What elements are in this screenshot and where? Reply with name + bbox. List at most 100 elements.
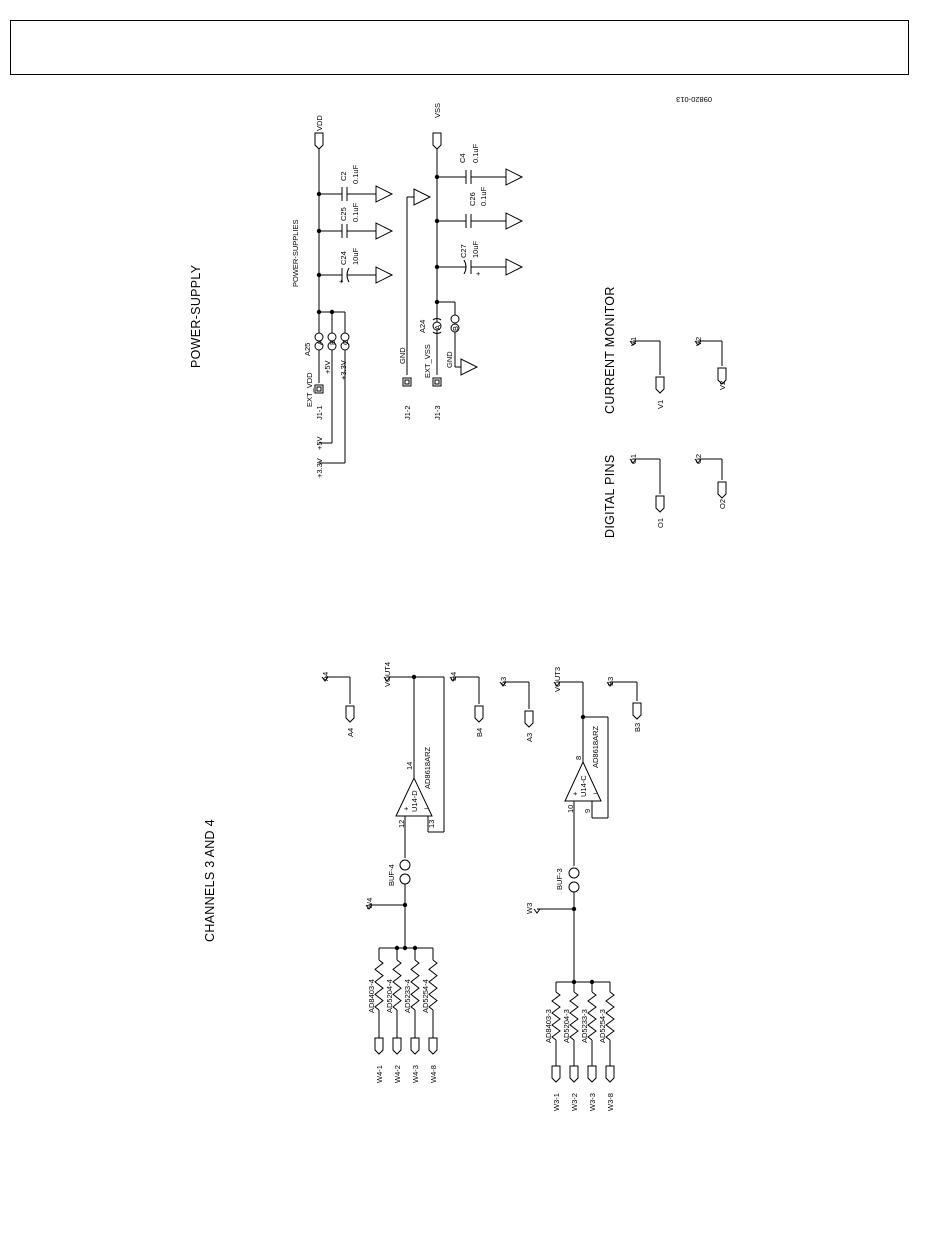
resistor-ad5254-4: AD5254-4W4-8 xyxy=(421,948,438,1083)
figure-code: 09820-013 xyxy=(676,95,712,104)
resistor-ad5233-3: AD5233-3W3-3 xyxy=(580,982,597,1111)
vdd-supply-network: VDD C2 0.1uF xyxy=(291,115,393,478)
svg-text:A24: A24 xyxy=(418,320,427,333)
port-w4-3 xyxy=(410,1037,420,1055)
svg-text:BUF-4: BUF-4 xyxy=(387,864,396,886)
svg-text:W3: W3 xyxy=(525,903,534,914)
svg-text:O1: O1 xyxy=(656,518,665,528)
svg-text:13: 13 xyxy=(427,820,436,828)
resistor-label: AD5233-4 xyxy=(403,979,412,1013)
capacitor-c26: C26 0.1uF xyxy=(437,186,523,230)
svg-text:C4: C4 xyxy=(458,153,467,163)
svg-text:−: − xyxy=(593,789,598,798)
capacitor-c24: + C24 10uF xyxy=(319,247,393,286)
svg-text:A4: A4 xyxy=(321,672,330,681)
section-title-power-supply: POWER-SUPPLY xyxy=(189,264,203,368)
power-supplies-label: POWER-SUPPLIES xyxy=(291,219,300,287)
svg-text:8: 8 xyxy=(574,756,583,760)
channel-4: A4 A4 VOUT4 B4 B4 U14-D + − xyxy=(321,662,484,951)
svg-text:0.1uF: 0.1uF xyxy=(351,202,360,222)
resistor-label: AD5233-3 xyxy=(580,1009,589,1043)
svg-text:B: B xyxy=(328,340,337,345)
connector-j1-3: J1-3 xyxy=(433,405,442,420)
port-w3-2 xyxy=(569,1065,579,1083)
ext-vss-label: EXT_VSS xyxy=(423,344,432,378)
svg-text:U14-D: U14-D xyxy=(410,790,419,812)
title-block xyxy=(10,20,909,75)
channel-3-resistor-array: AD8403-3W3-1AD5204-3W3-2AD5233-3W3-3AD52… xyxy=(544,982,615,1111)
capacitor-c25: C25 0.1uF xyxy=(319,202,393,240)
svg-text:10uF: 10uF xyxy=(471,240,480,258)
svg-text:+: + xyxy=(573,789,578,798)
rail-p5v: +5V xyxy=(315,436,324,450)
svg-text:+: + xyxy=(404,804,409,813)
svg-text:9: 9 xyxy=(583,809,592,813)
port-label: W3-3 xyxy=(588,1093,597,1111)
svg-text:12: 12 xyxy=(397,820,406,828)
vss-port-label: VSS xyxy=(433,103,442,118)
svg-text:0.1uF: 0.1uF xyxy=(471,143,480,163)
channel-3: A3 A3 VOUT3 B3 B3 U14-C + xyxy=(499,667,642,985)
svg-text:U14-C: U14-C xyxy=(579,775,588,797)
capacitor-c27: + C27 10uF xyxy=(437,240,523,278)
digital-pin-o2: O2 O2 xyxy=(694,454,727,509)
connector-j1-2: J1-2 xyxy=(403,405,412,420)
connector-j1-1: J1-1 xyxy=(315,405,324,420)
resistor-ad5204-4: AD5204-4W4-2 xyxy=(385,948,402,1083)
resistor-label: AD5254-4 xyxy=(421,979,430,1013)
section-title-channels: CHANNELS 3 AND 4 xyxy=(203,819,217,942)
svg-text:C24: C24 xyxy=(339,251,348,265)
vss-supply-network: VSS C4 0.1uF C2 xyxy=(418,103,523,420)
port-w4-2 xyxy=(392,1037,402,1055)
link-a24: A24 A B xyxy=(418,301,478,376)
port-label: W3-8 xyxy=(606,1093,615,1111)
svg-text:C26: C26 xyxy=(468,192,477,206)
svg-text:C2: C2 xyxy=(339,171,348,181)
rail-p3v3: +3.3V xyxy=(315,458,324,478)
svg-text:+: + xyxy=(476,269,481,278)
resistor-ad8403-4: AD8403-4W4-1 xyxy=(367,948,384,1083)
channel-4-resistor-array: AD8403-4W4-1AD5204-4W4-2AD5233-4W4-3AD52… xyxy=(367,948,438,1083)
svg-text:0.1uF: 0.1uF xyxy=(351,164,360,184)
svg-text:VOUT4: VOUT4 xyxy=(383,662,392,687)
port-w3-3 xyxy=(587,1065,597,1083)
port-label: W4-2 xyxy=(393,1065,402,1083)
svg-text:B3: B3 xyxy=(633,723,642,732)
svg-text:B3: B3 xyxy=(606,677,615,686)
svg-text:V2: V2 xyxy=(718,381,727,390)
vdd-port-label: VDD xyxy=(315,115,324,131)
capacitor-c2: C2 0.1uF xyxy=(319,164,393,203)
resistor-ad5233-4: AD5233-4W4-3 xyxy=(403,948,420,1083)
svg-text:0.1uF: 0.1uF xyxy=(479,186,488,206)
svg-text:A25: A25 xyxy=(303,343,312,356)
svg-text:AD8618ARZ: AD8618ARZ xyxy=(423,746,432,789)
svg-text:A: A xyxy=(315,340,324,345)
current-monitor-v2: V2 V2 xyxy=(694,337,727,390)
svg-text:BUF-3: BUF-3 xyxy=(555,868,564,890)
svg-text:+3.3V: +3.3V xyxy=(339,360,348,380)
svg-text:10: 10 xyxy=(566,805,575,813)
svg-text:C27: C27 xyxy=(459,244,468,258)
vss-port xyxy=(432,132,442,150)
resistor-label: AD5254-3 xyxy=(598,1009,607,1043)
resistor-label: AD5204-4 xyxy=(385,979,394,1013)
ext-vdd-label: EXT_VDD xyxy=(305,372,314,407)
port-w3-1 xyxy=(551,1065,561,1083)
gnd-connector: GND J1-2 xyxy=(398,188,431,420)
port-label: W4-8 xyxy=(429,1065,438,1083)
port-w4-1 xyxy=(374,1037,384,1055)
port-label: W4-1 xyxy=(375,1065,384,1083)
port-w4-8 xyxy=(428,1037,438,1055)
resistor-ad5204-3: AD5204-3W3-2 xyxy=(562,982,579,1111)
svg-text:B4: B4 xyxy=(449,672,458,681)
section-title-current-monitor: CURRENT MONITOR xyxy=(603,286,617,414)
svg-text:A: A xyxy=(433,325,442,330)
svg-text:GND: GND xyxy=(445,351,454,368)
capacitor-c4: C4 0.1uF xyxy=(437,143,523,186)
port-w3-8 xyxy=(605,1065,615,1083)
resistor-ad5254-3: AD5254-3W3-8 xyxy=(598,982,615,1111)
svg-text:A3: A3 xyxy=(525,733,534,742)
resistor-label: AD8403-3 xyxy=(544,1009,553,1043)
svg-text:B4: B4 xyxy=(475,728,484,737)
svg-text:AD8618ARZ: AD8618ARZ xyxy=(591,725,600,768)
